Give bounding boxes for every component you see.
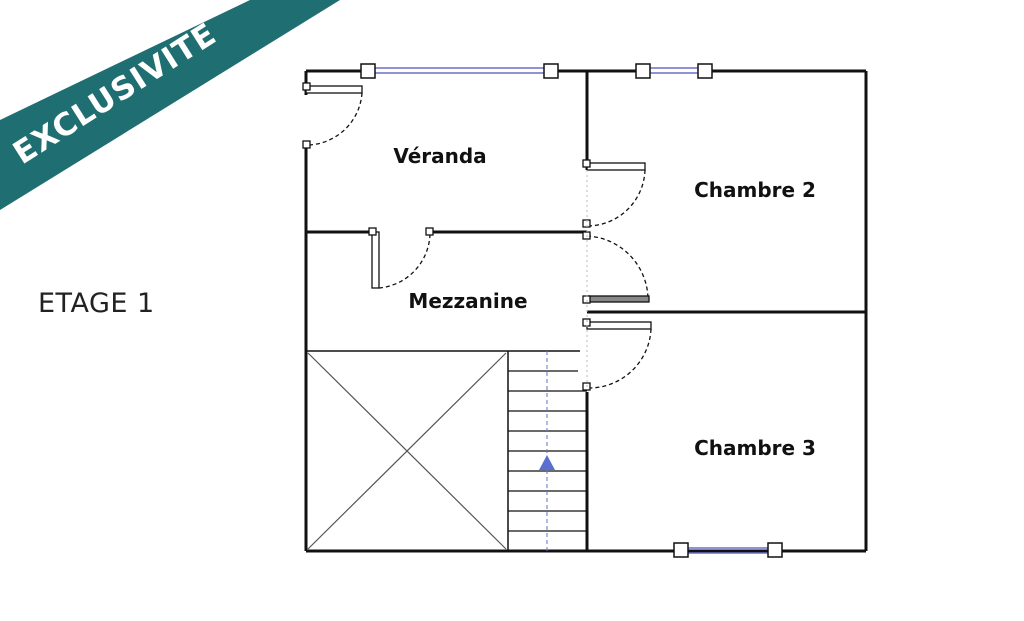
banner-ribbon xyxy=(0,0,340,210)
void-cross xyxy=(307,352,507,550)
door-mezzanine xyxy=(368,227,434,289)
doors xyxy=(302,82,652,391)
window-bottom-chambre3 xyxy=(673,542,783,558)
door-chambre3 xyxy=(582,318,652,391)
floor-label: ETAGE 1 xyxy=(38,288,155,319)
door-chambre2 xyxy=(582,159,646,228)
banner-text: EXCLUSIVITÉ xyxy=(7,16,223,172)
windows xyxy=(360,63,783,558)
stairs xyxy=(508,351,587,551)
exclusivite-banner: EXCLUSIVITÉ xyxy=(0,0,340,210)
door-veranda xyxy=(302,82,363,149)
window-top-chambre2 xyxy=(635,63,713,79)
room-label-chambre2: Chambre 2 xyxy=(694,178,816,202)
room-label-mezzanine: Mezzanine xyxy=(408,289,527,313)
room-label-chambre3: Chambre 3 xyxy=(694,436,816,460)
window-top-veranda xyxy=(360,63,559,79)
room-label-veranda: Véranda xyxy=(393,144,486,168)
walls xyxy=(304,69,868,553)
door-chambre2-lower xyxy=(582,231,650,304)
stair-up-arrow-icon xyxy=(539,455,555,470)
